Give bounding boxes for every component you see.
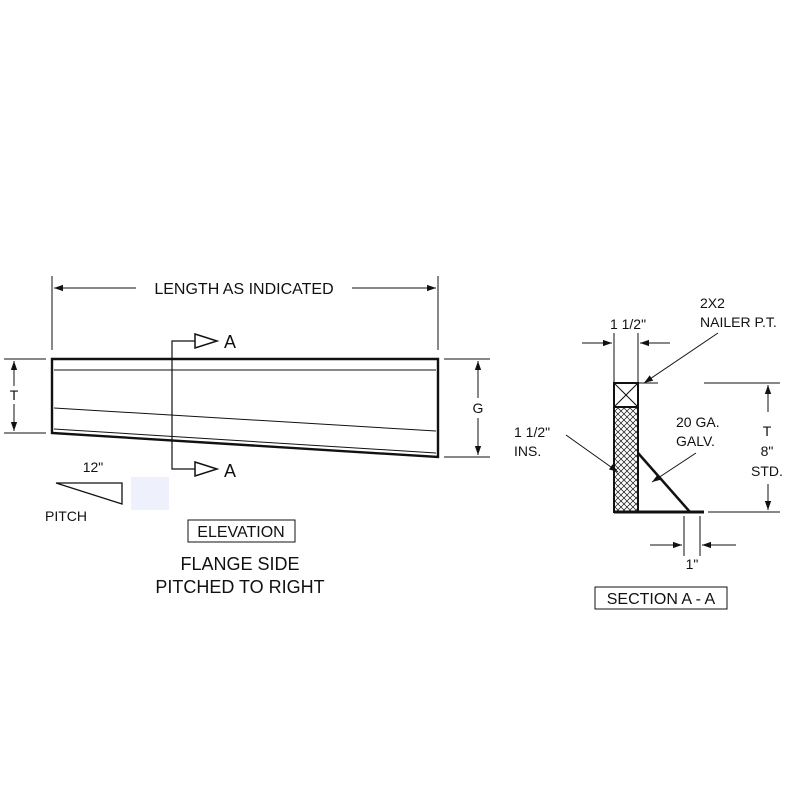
cant-strip-elevation bbox=[50, 357, 440, 459]
length-dimension: LENGTH AS INDICATED bbox=[51, 276, 439, 350]
length-label: LENGTH AS INDICATED bbox=[154, 281, 333, 298]
pitch-swatch bbox=[131, 477, 169, 510]
section-title-box bbox=[594, 586, 728, 610]
bottom-flange-line bbox=[53, 428, 437, 454]
section-cut-line bbox=[171, 340, 197, 470]
nailer-callout-line1: 2X2 bbox=[700, 295, 725, 311]
height-dimension: T 8" STD. bbox=[704, 382, 783, 513]
pitch-label: PITCH bbox=[45, 508, 87, 524]
elevation-view: LENGTH AS INDICATED T G bbox=[4, 276, 490, 597]
pitch-triangle bbox=[55, 482, 123, 505]
nailer-callout-line2: NAILER P.T. bbox=[700, 314, 777, 330]
nailer-width-label: 1 1/2" bbox=[610, 316, 646, 332]
nailer-width-dimension: 1 1/2" bbox=[582, 316, 670, 383]
section-arrow-bottom bbox=[194, 460, 220, 478]
elevation-title: ELEVATION bbox=[197, 524, 284, 541]
section-view: 1 1/2" 2X2 NAILER P.T. 1 1/2" INS. 20 GA… bbox=[514, 295, 783, 610]
gauge-leader bbox=[651, 452, 697, 483]
insulation-board bbox=[613, 406, 639, 513]
cant-strip-section bbox=[613, 382, 704, 514]
section-arrow-top bbox=[194, 332, 220, 350]
elevation-note-line2: PITCHED TO RIGHT bbox=[155, 577, 324, 597]
height-label-line1: T bbox=[763, 423, 772, 439]
height-label-line3: STD. bbox=[751, 463, 783, 479]
section-cut-marker: A A bbox=[171, 332, 236, 481]
g-label: G bbox=[473, 400, 484, 416]
section-title: SECTION A - A bbox=[607, 591, 716, 608]
nailer-cross-2 bbox=[613, 382, 639, 408]
elevation-title-block: ELEVATION FLANGE SIDE PITCHED TO RIGHT bbox=[155, 519, 325, 597]
pitch-run-label: 12" bbox=[83, 459, 104, 475]
t-label: T bbox=[10, 387, 19, 403]
flange-width-dimension: 1" bbox=[650, 516, 736, 572]
sloped-face-line bbox=[53, 407, 437, 432]
g-dimension: G bbox=[444, 358, 490, 458]
section-marker-top-label: A bbox=[224, 332, 236, 352]
cant-sloped-face bbox=[637, 452, 691, 513]
cant-strip-outline bbox=[50, 357, 440, 459]
nailer-leader bbox=[643, 332, 719, 384]
section-marker-bottom-label: A bbox=[224, 461, 236, 481]
elevation-title-box bbox=[187, 519, 296, 543]
gauge-callout-line1: 20 GA. bbox=[676, 414, 720, 430]
insulation-callout-line2: INS. bbox=[514, 443, 541, 459]
elevation-note-line1: FLANGE SIDE bbox=[180, 554, 299, 574]
insulation-leader bbox=[565, 434, 619, 473]
t-dimension: T bbox=[4, 358, 46, 434]
gauge-callout-line2: GALV. bbox=[676, 433, 715, 449]
pitch-symbol: 12" PITCH bbox=[45, 459, 169, 524]
flange-width-label: 1" bbox=[686, 556, 699, 572]
insulation-callout-line1: 1 1/2" bbox=[514, 424, 550, 440]
height-label-line2: 8" bbox=[761, 443, 774, 459]
